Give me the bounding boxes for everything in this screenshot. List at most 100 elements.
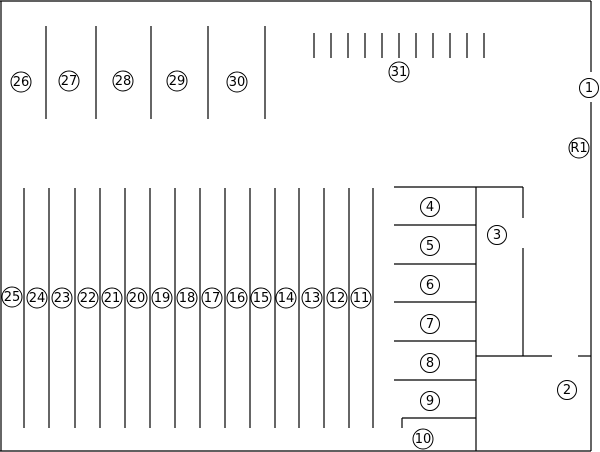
label-circle [112,70,134,92]
space-labels: 1234567891011121314151617181920212223242… [1,61,599,450]
space-label-24: 24 [26,287,48,309]
label-text: 8 [426,356,434,371]
space-label-4: 4 [420,197,440,217]
label-text: 2 [563,383,571,398]
label-text: 4 [426,200,434,215]
space-label-8: 8 [420,353,440,373]
label-circle [58,70,80,92]
label-text: 7 [426,317,434,332]
label-circle [326,287,348,309]
label-circle [420,353,440,373]
space-label-3: 3 [487,225,507,245]
label-text: 10 [415,432,432,447]
top-row-dividers [45,26,266,119]
label-circle [1,286,23,308]
label-circle [176,287,198,309]
space-label-12: 12 [326,287,348,309]
label-text: 23 [54,291,71,306]
label-text: 19 [154,291,171,306]
label-circle [420,391,440,411]
label-circle [420,275,440,295]
label-text: 28 [115,74,132,89]
label-circle [226,287,248,309]
label-text: 11 [353,291,370,306]
label-circle [350,287,372,309]
label-text: 17 [204,291,221,306]
label-circle [26,287,48,309]
label-text: 29 [169,74,186,89]
space-label-2: 2 [557,380,577,400]
label-circle [166,70,188,92]
space-label-7: 7 [420,314,440,334]
main-row-dividers [23,188,374,428]
space-label-5: 5 [420,236,440,256]
label-circle [151,287,173,309]
space-label-r1: R1 [568,137,590,159]
label-text: 24 [29,291,46,306]
label-text: 21 [104,291,121,306]
label-text: 16 [229,291,246,306]
right-stall-block [394,186,523,451]
label-text: 5 [426,239,434,254]
space-label-31: 31 [388,61,410,83]
space-label-23: 23 [51,287,73,309]
space-label-20: 20 [126,287,148,309]
label-text: 25 [4,290,21,305]
space-label-29: 29 [166,70,188,92]
label-text: 27 [61,74,78,89]
space-label-30: 30 [226,71,248,93]
space-label-26: 26 [10,71,32,93]
label-circle [388,61,410,83]
label-text: 22 [80,291,97,306]
space-label-17: 17 [201,287,223,309]
label-circle [557,380,577,400]
space-label-18: 18 [176,287,198,309]
space-label-28: 28 [112,70,134,92]
building-walls [476,187,591,357]
label-text: R1 [570,141,587,156]
space-label-21: 21 [101,287,123,309]
label-circle [51,287,73,309]
label-text: 13 [304,291,321,306]
label-text: 15 [253,291,270,306]
label-circle [579,78,599,98]
label-circle [301,287,323,309]
label-text: 20 [129,291,146,306]
label-circle [126,287,148,309]
space-label-11: 11 [350,287,372,309]
label-circle [226,71,248,93]
label-text: 9 [426,394,434,409]
space-label-10: 10 [412,428,434,450]
space-label-16: 16 [226,287,248,309]
label-text: 3 [493,228,501,243]
space-label-25: 25 [1,286,23,308]
space-label-1: 1 [579,78,599,98]
space-label-27: 27 [58,70,80,92]
label-text: 1 [585,81,593,96]
label-text: 26 [13,75,30,90]
label-text: 31 [391,65,408,80]
space-label-22: 22 [77,287,99,309]
space-label-14: 14 [275,287,297,309]
label-text: 30 [229,75,246,90]
label-circle [250,287,272,309]
label-circle [568,137,590,159]
label-text: 6 [426,278,434,293]
label-circle [487,225,507,245]
label-text: 12 [329,291,346,306]
label-circle [420,314,440,334]
label-circle [420,197,440,217]
label-circle [77,287,99,309]
stall-31-hatching [313,33,485,58]
label-circle [275,287,297,309]
label-circle [420,236,440,256]
label-circle [412,428,434,450]
space-label-6: 6 [420,275,440,295]
space-label-15: 15 [250,287,272,309]
label-text: 14 [278,291,295,306]
label-circle [10,71,32,93]
label-text: 18 [179,291,196,306]
label-circle [201,287,223,309]
